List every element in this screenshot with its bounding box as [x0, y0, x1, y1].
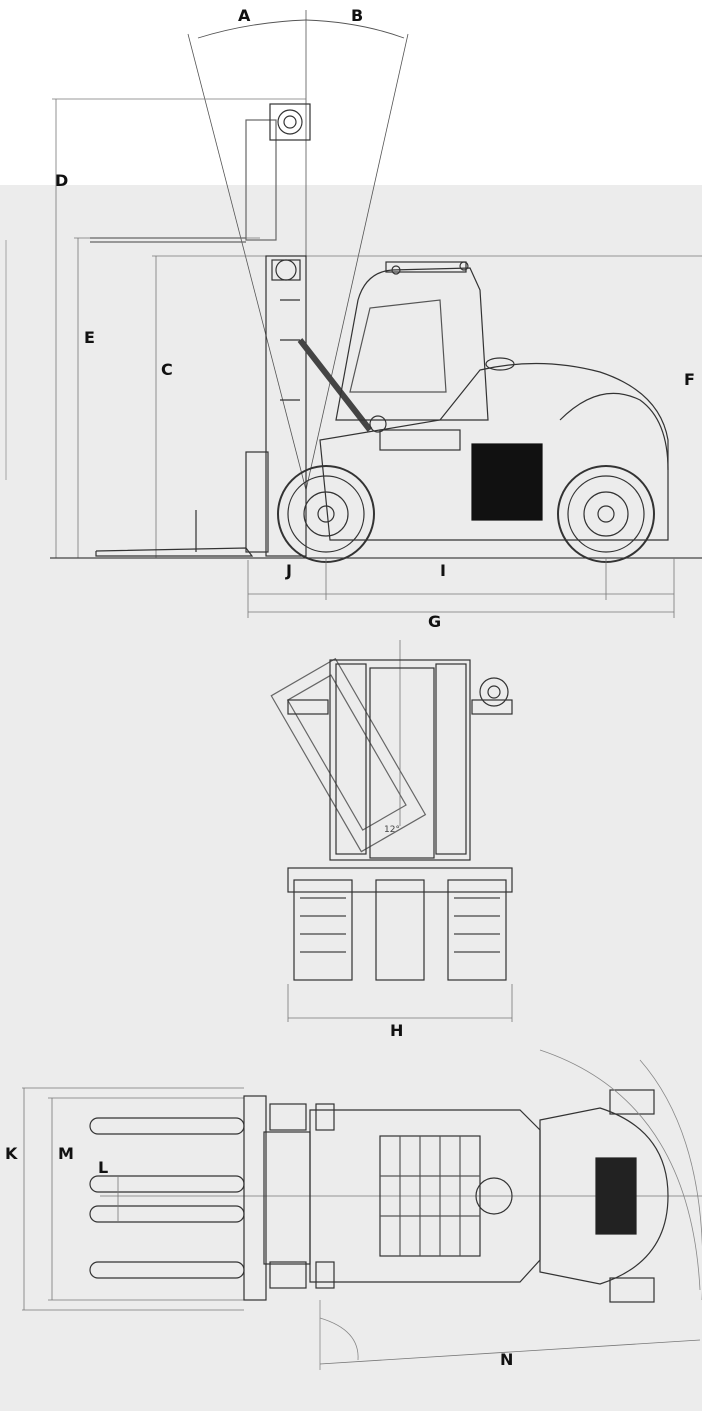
counterweight-top	[539, 1107, 669, 1285]
turning-arc	[539, 1049, 701, 1291]
front-view	[270, 640, 513, 1022]
fork	[95, 547, 254, 557]
fork-inner-2	[89, 1205, 245, 1223]
label-j: J	[286, 561, 292, 580]
mast	[265, 255, 307, 557]
label-d: D	[55, 171, 69, 190]
label-f: F	[684, 370, 695, 389]
top-pulley-block	[269, 103, 311, 141]
label-m: M	[58, 1144, 74, 1163]
tilt-angle-label: 12°	[384, 825, 400, 835]
label-a: A	[238, 6, 251, 25]
angle-arc-a	[197, 19, 307, 39]
label-i: I	[440, 561, 446, 580]
label-c: C	[161, 360, 173, 379]
cab	[335, 267, 489, 421]
label-h: H	[390, 1021, 404, 1040]
raised-carriage	[245, 119, 277, 241]
side-view	[50, 10, 702, 618]
top-view	[22, 1049, 702, 1370]
fork-bottom-outer	[89, 1261, 245, 1279]
fork-top-outer	[89, 1117, 245, 1135]
front-axle	[287, 867, 513, 893]
label-e: E	[84, 328, 95, 347]
tilt-line-a	[187, 33, 307, 491]
angle-arc-b	[305, 19, 405, 39]
label-l: L	[98, 1158, 109, 1177]
label-g: G	[428, 612, 442, 631]
label-b: B	[351, 6, 364, 25]
front-wheel	[277, 465, 375, 563]
mast-front	[329, 659, 471, 861]
fork-inner-1	[89, 1175, 245, 1193]
rear-wheel	[557, 465, 655, 563]
dim-n-line	[319, 1339, 701, 1365]
tilt-line-b	[305, 33, 409, 491]
label-k: K	[5, 1144, 18, 1163]
label-n: N	[500, 1350, 514, 1369]
carriage	[245, 451, 269, 553]
